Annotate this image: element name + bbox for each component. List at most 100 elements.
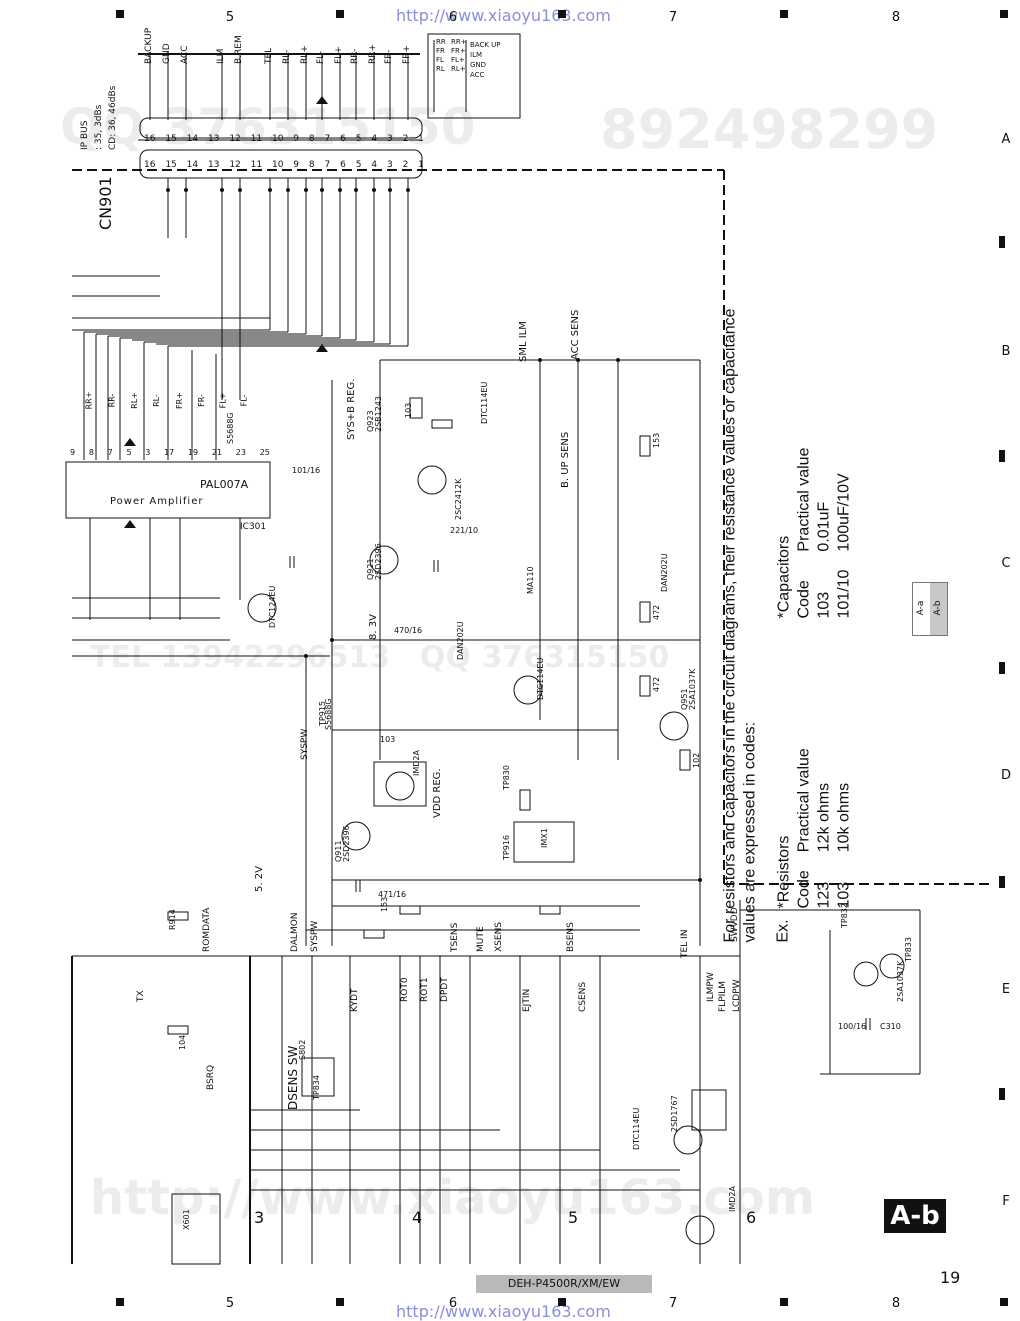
legend-intro: For resistors and capacitors in the circ… (721, 308, 759, 943)
column-number-5: 5 (225, 10, 235, 25)
table-cell: 100uF/10V (835, 473, 853, 552)
label-syspw: SYSPW (300, 728, 310, 760)
label-tsens: TSENS (450, 922, 460, 952)
amp-output-labels: RR+ RR- RL+ RL- FR+ FR- FL+ FL- (80, 392, 250, 410)
amp-output: FL- (239, 394, 249, 407)
label-tx: TX (136, 990, 146, 1002)
connector-legend-bottom: BACK UP ILM GND ACC (470, 40, 514, 80)
amp-ref: IC301 (240, 522, 267, 532)
watermark-qq-mid: QQ 376315150 (420, 640, 670, 675)
table-header: Practical value (795, 447, 813, 552)
row-letter-d: D (1000, 768, 1011, 783)
component-value: 471/16 (378, 890, 407, 899)
table-row: Code Practical value (795, 730, 815, 908)
legend-pin: RR (436, 38, 446, 46)
ip-bus-label: IP BUS (80, 120, 90, 150)
legend-resistors: *Resistors Code Practical value 123 12k … (775, 619, 855, 909)
pin-number: 10 (271, 160, 284, 170)
column-number-7-bottom: 7 (668, 1296, 678, 1311)
column-number-5-bottom: 5 (225, 1296, 235, 1311)
label-ejtin: EJTIN (522, 988, 532, 1012)
amp-output: FL+ (218, 392, 228, 409)
resistors-heading: *Resistors (775, 835, 793, 909)
grid-marker (558, 10, 566, 18)
pin-label-fr-minus: FR- (384, 49, 394, 64)
table-cell: 10k ohms (835, 782, 853, 853)
table-row: 103 0.01uF (815, 430, 835, 619)
watermark-tel: TEL 13942296513 (90, 640, 391, 675)
component-part: DTC114EU (480, 381, 489, 424)
legend-pin: RR+ (451, 38, 467, 46)
label-rot1: ROT1 (420, 977, 430, 1002)
component-value: 103 (380, 735, 396, 744)
amp-title: Power Amplifier (110, 496, 204, 507)
component-ref: TP915 (318, 701, 327, 726)
amp-pin: 21 (211, 448, 223, 457)
component-part: IMD2A (412, 750, 421, 776)
label-sys-reg: SYS+B REG. (346, 378, 357, 440)
section-badge: A-b (884, 1199, 946, 1233)
grid-marker (999, 236, 1005, 248)
pin-label-tel: TEL (264, 47, 274, 64)
connector-pin-numbers: 16 15 14 13 12 11 10 9 8 7 6 5 4 3 2 1 (144, 134, 424, 144)
grid-marker (999, 876, 1005, 888)
component-value: 221/10 (450, 526, 479, 535)
label-csens: CSENS (578, 981, 588, 1012)
row-letter-b: B (1001, 344, 1011, 359)
pin-number: 6 (340, 160, 346, 170)
amp-pin: 17 (164, 448, 175, 457)
legend-pin: FL+ (451, 56, 465, 64)
row-letter-c: C (1001, 556, 1011, 571)
pin-number: 9 (293, 134, 300, 144)
source-url-top[interactable]: http://www.xiaoyu163.com (396, 6, 611, 25)
column-number-8: 8 (891, 10, 901, 25)
table-cell: 103 (815, 591, 833, 619)
model-number: DEH-P4500R/XM/EW (476, 1275, 652, 1293)
amp-part: PAL007A (200, 478, 249, 491)
component-part: IMX1 (540, 828, 549, 848)
label-5-2v: 5. 2V (254, 866, 265, 892)
tab-a-b[interactable]: A-b (930, 583, 947, 635)
pin-label-fl-minus: FL- (316, 50, 326, 64)
pin-label-brem: B.REM (234, 35, 244, 64)
grid-marker (999, 450, 1005, 462)
table-row: 103 10k ohms (835, 730, 855, 909)
legend-pin: GND (470, 61, 487, 69)
amp-output: FR+ (174, 392, 184, 409)
section-number-5: 5 (568, 1208, 579, 1227)
section-tabs: A-a A-b (912, 582, 948, 636)
component-part: DTC124EU (268, 585, 277, 628)
pin-number: 5 (355, 134, 362, 144)
pin-label-rr-minus: RR- (350, 48, 360, 64)
label-romdata: ROMDATA (202, 907, 212, 952)
column-number-7: 7 (668, 10, 678, 25)
table-cell: 12k ohms (815, 782, 833, 853)
amp-pin: 7 (107, 448, 113, 457)
table-row: 101/10 100uF/10V (835, 430, 855, 618)
label-syspw-bus: SYSPW (310, 920, 320, 952)
pin-number: 2 (402, 160, 409, 170)
component-part: 2SB1243 (374, 395, 383, 432)
label-acc-sens: ACC SENS (570, 309, 581, 360)
component-part: 2SD2396 (374, 543, 383, 580)
table-header: Code (795, 870, 813, 909)
source-url-bottom[interactable]: http://www.xiaoyu163.com (396, 1302, 611, 1321)
grid-marker (116, 10, 124, 18)
pin-number: 13 (207, 134, 220, 144)
amp-output: RR+ (84, 391, 94, 410)
pin-label-acc: ACC (180, 45, 190, 64)
legend-pin: FR (436, 47, 445, 55)
table-row: Code Practical value (795, 430, 815, 619)
pin-number: 6 (340, 134, 346, 144)
tab-a-a[interactable]: A-a (913, 583, 930, 635)
amp-pins-top: 9 8 7 5 3 17 19 21 23 25 (70, 448, 270, 457)
grid-marker (336, 1298, 344, 1306)
row-letter-f: F (1002, 1194, 1010, 1209)
pin-label-rr-plus: RR+ (368, 43, 378, 64)
component-ref: S802 (298, 1039, 307, 1060)
component-ref: TP834 (312, 1075, 321, 1100)
pin-number: 14 (186, 134, 199, 144)
watermark-url: http://www.xiaoyu163.com (90, 1170, 815, 1226)
legend-pin: RL (436, 65, 445, 73)
